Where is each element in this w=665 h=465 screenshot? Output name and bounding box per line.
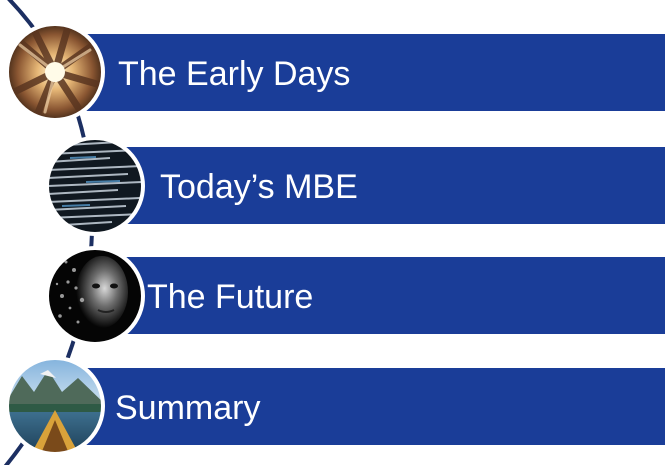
item-bar-future[interactable]: The Future <box>92 257 665 334</box>
item-label-todays-mbe: Today’s MBE <box>160 168 358 206</box>
item-bar-early-days[interactable]: The Early Days <box>60 34 665 111</box>
item-label-summary: Summary <box>115 389 261 427</box>
item-bar-todays-mbe[interactable]: Today’s MBE <box>92 147 665 224</box>
item-label-early-days: The Early Days <box>118 55 351 93</box>
item-bar-summary[interactable]: Summary <box>60 368 665 445</box>
item-label-future: The Future <box>147 278 314 316</box>
